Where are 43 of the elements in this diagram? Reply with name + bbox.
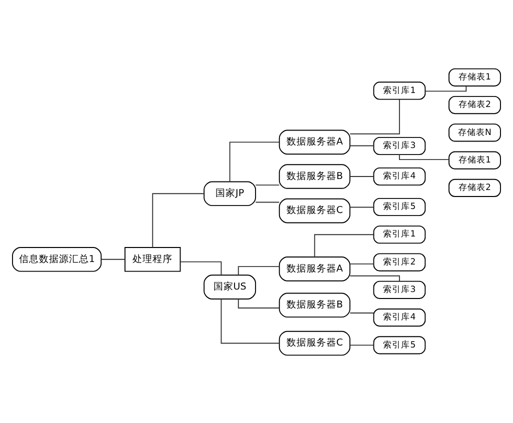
- connector: [398, 154, 450, 160]
- connector: [350, 344, 374, 346]
- node-box: 存储表2: [448, 95, 501, 114]
- connector: [220, 298, 280, 344]
- node-box: 存储表N: [448, 123, 501, 142]
- connector: [152, 192, 204, 248]
- connector: [238, 266, 280, 276]
- connector: [180, 260, 222, 275]
- connector: [350, 206, 374, 208]
- node-box: 数据服务器C: [278, 330, 350, 356]
- connector: [100, 258, 126, 260]
- node-box: 数据服务器A: [278, 256, 350, 281]
- node-box: 国家JP: [204, 180, 256, 206]
- connector: [314, 234, 374, 257]
- node-box: 索引库3: [373, 136, 426, 155]
- node-box: 国家US: [204, 274, 256, 299]
- node-box: 数据服务器B: [278, 164, 350, 188]
- node-box: 存储表1: [448, 150, 501, 169]
- connector: [229, 141, 280, 182]
- connector: [350, 98, 400, 134]
- connector: [350, 144, 374, 146]
- node-box: 存储表1: [448, 68, 501, 86]
- node-box: 索引库2: [373, 252, 426, 271]
- node-box: 索引库1: [373, 81, 426, 100]
- node-box: 索引库4: [373, 166, 426, 186]
- node-box: 索引库5: [373, 336, 426, 354]
- node-box: 数据服务器A: [278, 129, 350, 154]
- connector: [350, 262, 374, 264]
- connector: [255, 184, 280, 186]
- connector: [424, 85, 467, 92]
- node-box: 数据服务器B: [278, 292, 350, 318]
- node-box: 索引库4: [373, 308, 426, 326]
- connector: [238, 298, 280, 308]
- connector: [255, 201, 280, 202]
- node-box: 索引库1: [373, 225, 426, 244]
- node-box: 索引库5: [373, 197, 426, 216]
- connector: [350, 312, 374, 313]
- node-box: 信息数据源汇总1: [12, 246, 102, 272]
- connector: [350, 274, 400, 282]
- node-box: 存储表2: [448, 178, 501, 196]
- node-box: 数据服务器C: [278, 198, 350, 223]
- node-box: 处理程序: [124, 246, 181, 272]
- node-box: 索引库3: [373, 280, 426, 298]
